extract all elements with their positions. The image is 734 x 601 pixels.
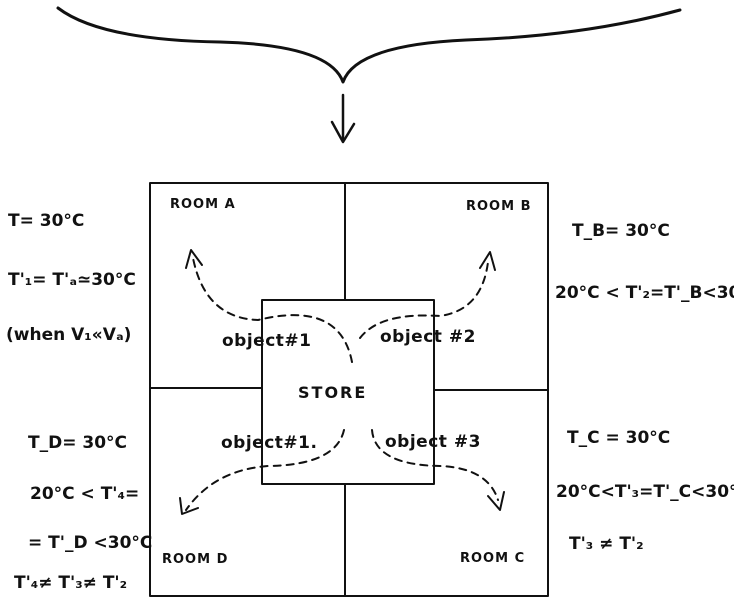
- left-bottom-eq-1: T_D= 30°C: [28, 433, 127, 453]
- room-b-label: ROOM B: [466, 199, 531, 214]
- room-d-label: ROOM D: [162, 552, 228, 567]
- arrow-to-room-b: [359, 251, 496, 339]
- right-bottom-eq-2: 20°C<T'₃=T'_C<30°C: [556, 482, 734, 502]
- arrow-to-room-d: [179, 429, 345, 515]
- left-top-eq-1: T= 30°C: [8, 211, 84, 231]
- store-label: STORE: [298, 383, 367, 402]
- right-top-eq-2: 20°C < T'₂=T'_B<30°C: [555, 283, 734, 303]
- arrow-to-room-c: [371, 429, 505, 511]
- room-c-label: ROOM C: [460, 551, 525, 566]
- arrow-to-room-a: [185, 249, 353, 363]
- store-box: [261, 299, 435, 485]
- left-top-eq-2: T'₁= T'ₐ≃30°C: [8, 270, 136, 290]
- object-3-label: object #3: [385, 432, 481, 452]
- top-brace: [56, 6, 682, 84]
- right-bottom-eq-3: T'₃ ≠ T'₂: [569, 534, 644, 554]
- object-1-top-label: object#1: [222, 331, 311, 351]
- object-2-label: object #2: [380, 327, 476, 347]
- right-top-eq-1: T_B= 30°C: [572, 221, 670, 241]
- left-top-eq-3: (when V₁«Vₐ): [6, 325, 131, 345]
- object-1-bottom-label: object#1.: [221, 433, 317, 453]
- down-arrow: [330, 93, 356, 144]
- left-bottom-eq-3: = T'_D <30°C: [28, 533, 152, 553]
- left-bottom-eq-4: T'₄≠ T'₃≠ T'₂: [14, 573, 127, 593]
- left-bottom-eq-2: 20°C < T'₄=: [30, 484, 139, 504]
- right-bottom-eq-1: T_C = 30°C: [567, 428, 670, 448]
- room-a-label: ROOM A: [170, 197, 236, 212]
